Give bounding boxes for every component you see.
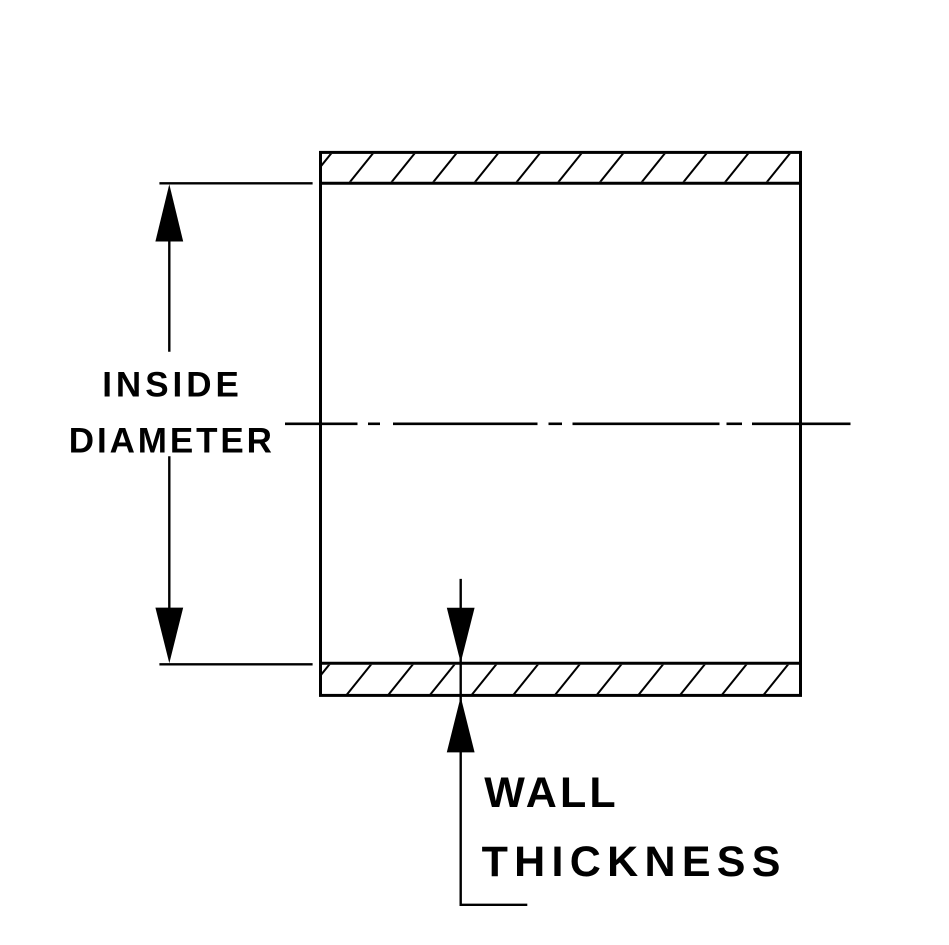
svg-text:WALL: WALL <box>484 769 619 817</box>
svg-text:THICKNESS: THICKNESS <box>482 838 787 886</box>
svg-text:DIAMETER: DIAMETER <box>69 421 275 460</box>
svg-text:INSIDE: INSIDE <box>102 366 243 405</box>
